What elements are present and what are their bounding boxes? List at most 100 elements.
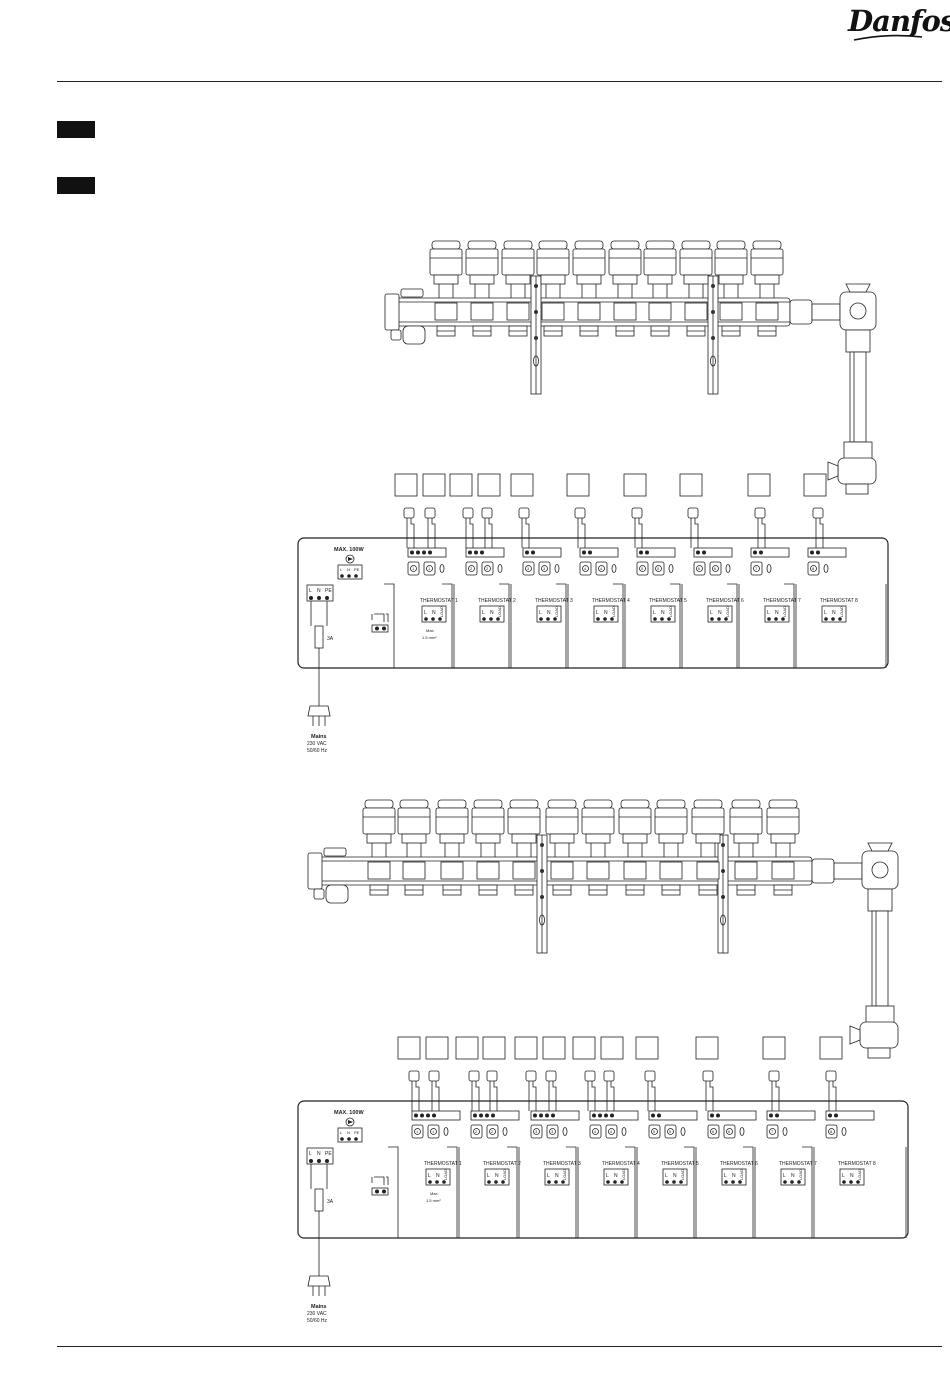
thermostat-terminal-block (650, 605, 676, 623)
thermostat-terminal-block (662, 1168, 688, 1186)
terminal-n: N (718, 610, 722, 616)
actuator (536, 240, 570, 337)
terminal-load: LOAD (839, 606, 844, 617)
port-label-box (550, 861, 574, 880)
output-number: 6 (698, 566, 701, 571)
actuator-plug (481, 507, 493, 548)
terminal-n: N (791, 1173, 795, 1179)
supply-valve-assembly (811, 842, 899, 1059)
output-terminal-block (707, 1110, 757, 1121)
output-number: 2 (470, 566, 473, 571)
zone-label-box (679, 473, 703, 497)
zone-label-box (695, 1036, 719, 1060)
pump-icon (345, 554, 355, 564)
led-indicator (766, 564, 772, 573)
thermostat-terminal-block (479, 605, 505, 623)
led-indicator (562, 1127, 568, 1136)
actuator-plug (584, 1070, 596, 1111)
thermostat-label: THERMOSTAT 6 (706, 598, 744, 604)
zone-label-box (477, 473, 501, 497)
terminal-label: N (317, 588, 321, 594)
aux-terminal-block (337, 564, 363, 580)
terminal-l: L (606, 1173, 609, 1179)
lower-valve (837, 457, 877, 485)
terminal-load: LOAD (621, 1169, 626, 1180)
terminal-label: PE (325, 1151, 332, 1157)
max-wire-label: Max. (426, 628, 435, 633)
thermostat-label: THERMOSTAT 1 (424, 1161, 462, 1167)
output-number: 1 (416, 1129, 419, 1134)
jumper (371, 1176, 389, 1185)
led-indicator (668, 564, 674, 573)
output-terminal-block (589, 1110, 639, 1121)
max-wire-label: Max. (430, 1191, 439, 1196)
actuator (507, 799, 541, 896)
valve-handle (827, 461, 839, 481)
fuse (314, 625, 324, 649)
thermostat-label: THERMOSTAT 1 (420, 598, 458, 604)
port-label-box (586, 861, 610, 880)
pipe (849, 351, 867, 443)
output-terminal-block (750, 547, 790, 558)
actuator-plug (768, 1070, 780, 1111)
actuator (654, 799, 688, 896)
mains-voltage: 230 VAC (307, 741, 327, 747)
actuator (429, 240, 463, 337)
actuator (729, 799, 763, 896)
actuator (501, 240, 535, 337)
output-number: 7 (771, 1129, 774, 1134)
output-socket (807, 561, 820, 576)
mains-voltage: 230 VAC (307, 1311, 327, 1317)
terminal-load: LOAD (668, 606, 673, 617)
max-power-label: MAX. 100W (334, 1110, 364, 1116)
zone-label-box (803, 473, 827, 497)
pipe (871, 910, 889, 1007)
terminal-n: N (775, 610, 779, 616)
led-indicator (502, 1127, 508, 1136)
terminal-l: L (424, 610, 427, 616)
terminal-label: L (340, 567, 343, 572)
thermostat-label: THERMOSTAT 4 (592, 598, 630, 604)
actuator-plug (754, 507, 766, 548)
controller-box (297, 537, 889, 669)
output-socket (470, 1124, 483, 1139)
terminal-l: L (653, 610, 656, 616)
terminal-l: L (783, 1173, 786, 1179)
port-label-box (476, 861, 500, 880)
zone-label-box (449, 473, 473, 497)
zone-label-box (819, 1036, 843, 1060)
terminal-load: LOAD (502, 1169, 507, 1180)
output-socket (664, 1124, 677, 1139)
terminal-label: L (340, 1130, 343, 1135)
actuator (766, 799, 800, 896)
mains-terminal-block (306, 584, 334, 602)
terminal-n: N (732, 1173, 736, 1179)
output-number: 5 (669, 1129, 672, 1134)
led-indicator (443, 1127, 449, 1136)
output-number: 7 (755, 566, 758, 571)
actuator-plug (525, 1070, 537, 1111)
output-socket (693, 561, 706, 576)
zone-label-box (747, 473, 771, 497)
terminal-label: N (347, 1130, 350, 1135)
actuator (643, 240, 677, 337)
thermostat-label: THERMOSTAT 2 (483, 1161, 521, 1167)
terminal-load: LOAD (680, 1169, 685, 1180)
output-socket (750, 561, 763, 576)
led-indicator (621, 1127, 627, 1136)
mains-title: Mains (311, 1304, 327, 1310)
zone-label-box (623, 473, 647, 497)
terminal-l: L (842, 1173, 845, 1179)
actuator-plug (687, 507, 699, 548)
output-socket (538, 561, 551, 576)
actuator-plug (428, 1070, 440, 1111)
actuator (679, 240, 713, 337)
port-label-box (402, 861, 426, 880)
led-indicator (823, 564, 829, 573)
